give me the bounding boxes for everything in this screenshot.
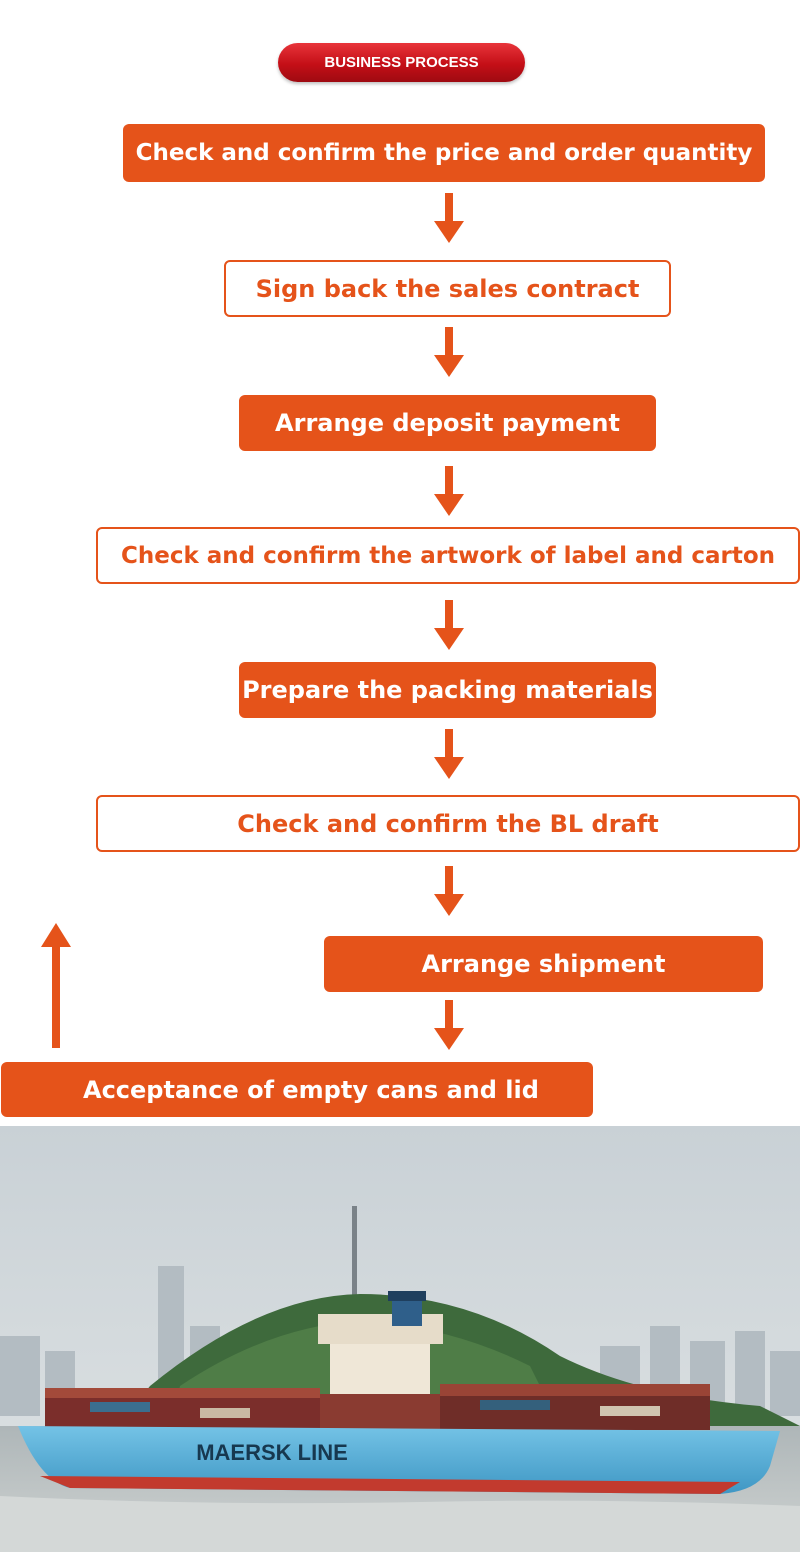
- down-arrow-icon: [434, 600, 464, 652]
- down-arrow-icon: [434, 1000, 464, 1052]
- step-arrange-deposit: Arrange deposit payment: [239, 395, 656, 451]
- step-confirm-price-quantity: Check and confirm the price and order qu…: [123, 124, 765, 182]
- down-arrow-icon: [434, 466, 464, 518]
- down-arrow-icon: [434, 193, 464, 245]
- step-acceptance-cans-lid: Acceptance of empty cans and lid: [1, 1062, 593, 1117]
- container-ship-photo: MAERSK LINE: [0, 1126, 800, 1552]
- section-title-pill: BUSINESS PROCESS: [278, 43, 525, 82]
- step-confirm-bl-draft: Check and confirm the BL draft: [96, 795, 800, 852]
- step-arrange-shipment: Arrange shipment: [324, 936, 763, 992]
- up-arrow-icon: [41, 923, 71, 1048]
- step-sign-sales-contract: Sign back the sales contract: [224, 260, 671, 317]
- down-arrow-icon: [434, 327, 464, 379]
- hull-lettering: MAERSK LINE: [196, 1440, 348, 1465]
- step-prepare-packing: Prepare the packing materials: [239, 662, 656, 718]
- down-arrow-icon: [434, 866, 464, 918]
- step-confirm-artwork: Check and confirm the artwork of label a…: [96, 527, 800, 584]
- down-arrow-icon: [434, 729, 464, 781]
